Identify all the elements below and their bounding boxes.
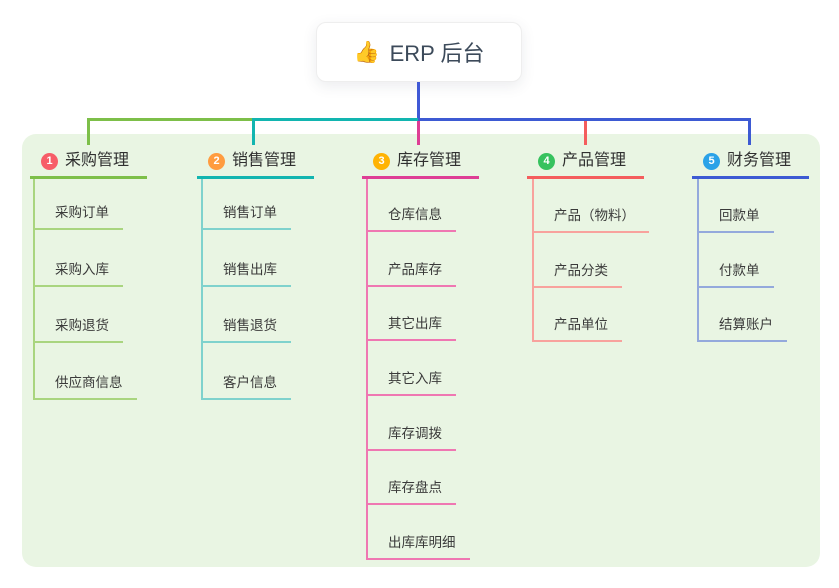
bus-segment-green bbox=[87, 118, 253, 121]
child-node[interactable]: 销售出库 bbox=[201, 260, 291, 287]
child-node[interactable]: 其它入库 bbox=[366, 369, 456, 396]
branch-drop-line-4 bbox=[584, 121, 587, 145]
child-connector-line-2 bbox=[201, 179, 203, 400]
branch-label: 销售管理 bbox=[232, 152, 297, 169]
child-node[interactable]: 回款单 bbox=[697, 206, 774, 233]
child-node[interactable]: 采购退货 bbox=[33, 316, 123, 343]
branch-drop-line-3 bbox=[417, 121, 420, 145]
branch-drop-line-5 bbox=[748, 118, 751, 145]
branch-header-1[interactable]: 1 采购管理 bbox=[30, 146, 147, 179]
child-node[interactable]: 采购入库 bbox=[33, 260, 123, 287]
root-node-erp[interactable]: 👍 ERP 后台 bbox=[316, 22, 522, 82]
branch-drop-line-2 bbox=[252, 118, 255, 145]
child-node[interactable]: 客户信息 bbox=[201, 373, 291, 400]
branch-header-4[interactable]: 4 产品管理 bbox=[527, 146, 644, 179]
child-connector-line-4 bbox=[532, 179, 534, 342]
bus-segment-blue bbox=[418, 118, 751, 121]
child-node[interactable]: 产品分类 bbox=[532, 261, 622, 288]
branch-number-badge: 2 bbox=[208, 152, 225, 170]
branch-label: 库存管理 bbox=[397, 152, 462, 169]
branch-header-5[interactable]: 5 财务管理 bbox=[692, 146, 809, 179]
branch-label: 采购管理 bbox=[65, 152, 130, 169]
branch-number-badge: 3 bbox=[373, 152, 390, 170]
child-node[interactable]: 产品（物料） bbox=[532, 206, 649, 233]
branch-label: 财务管理 bbox=[727, 152, 792, 169]
child-node[interactable]: 仓库信息 bbox=[366, 205, 456, 232]
child-node[interactable]: 产品单位 bbox=[532, 315, 622, 342]
branch-label: 产品管理 bbox=[562, 152, 627, 169]
branch-number-badge: 4 bbox=[538, 152, 555, 170]
child-connector-line-5 bbox=[697, 179, 699, 342]
child-node[interactable]: 销售退货 bbox=[201, 316, 291, 343]
branch-number-badge: 1 bbox=[41, 152, 58, 170]
child-node[interactable]: 结算账户 bbox=[697, 315, 787, 342]
bus-segment-teal bbox=[253, 118, 418, 121]
child-node[interactable]: 产品库存 bbox=[366, 260, 456, 287]
child-node[interactable]: 出库库明细 bbox=[366, 533, 470, 560]
thumbs-up-icon: 👍 bbox=[353, 40, 380, 64]
branch-header-3[interactable]: 3 库存管理 bbox=[362, 146, 479, 179]
child-node[interactable]: 库存调拨 bbox=[366, 424, 456, 451]
child-node[interactable]: 库存盘点 bbox=[366, 478, 456, 505]
branch-header-2[interactable]: 2 销售管理 bbox=[197, 146, 314, 179]
root-connector-stem bbox=[417, 82, 420, 119]
branch-number-badge: 5 bbox=[703, 152, 720, 170]
child-node[interactable]: 采购订单 bbox=[33, 203, 123, 230]
branch-drop-line-1 bbox=[87, 118, 90, 145]
child-connector-line-3 bbox=[366, 179, 368, 560]
child-node[interactable]: 其它出库 bbox=[366, 314, 456, 341]
child-node[interactable]: 供应商信息 bbox=[33, 373, 137, 400]
child-node[interactable]: 销售订单 bbox=[201, 203, 291, 230]
branches-background-panel bbox=[22, 134, 820, 567]
root-node-label: ERP 后台 bbox=[389, 41, 485, 66]
child-connector-line-1 bbox=[33, 179, 35, 400]
child-node[interactable]: 付款单 bbox=[697, 261, 774, 288]
